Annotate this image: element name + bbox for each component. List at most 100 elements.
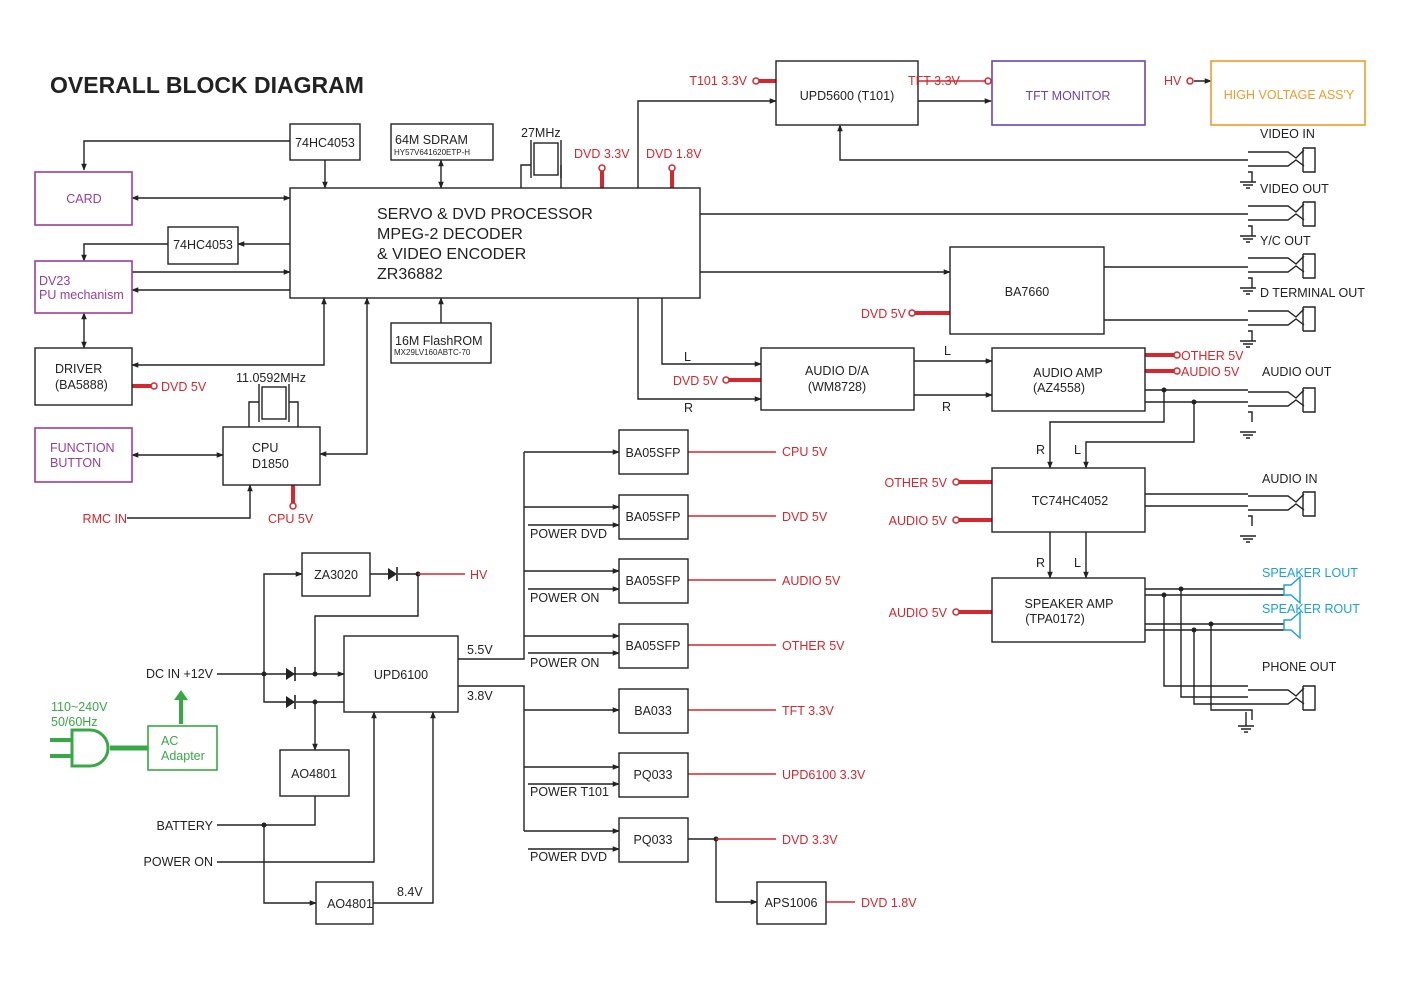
reg-out-audio5v: AUDIO 5V [782, 574, 841, 588]
connector-yc-out: Y/C OUT [1260, 234, 1311, 248]
video-in-jack [1247, 147, 1316, 183]
reg-1-label: BA05SFP [626, 446, 681, 460]
dvd5-drv-label: DVD 5V [161, 380, 207, 394]
l-label-3: L [1074, 443, 1081, 457]
function-button-label-1: FUNCTION [50, 441, 115, 455]
connector-video-out: VIDEO OUT [1260, 182, 1329, 196]
reg-control-5: POWER DVD [530, 850, 607, 864]
audio-da-label-2: (WM8728) [808, 380, 866, 394]
phone-out-jack [1247, 685, 1316, 721]
ao4801-b-label: AO4801 [327, 897, 373, 911]
r-label-2: R [942, 400, 951, 414]
audio-amp-label-2: (AZ4558) [1033, 381, 1085, 395]
power-terminals [150, 77, 1194, 616]
upd6100-label: UPD6100 [374, 668, 428, 682]
speaker-rout-icon [1283, 610, 1301, 640]
driver-label-1: DRIVER [55, 362, 102, 376]
audio-da-label-1: AUDIO D/A [805, 364, 870, 378]
ac-plug-icon [50, 690, 188, 768]
audio-out-jack [1247, 387, 1316, 423]
dvd5-ba-label: DVD 5V [861, 307, 907, 321]
dv23-label-1: DV23 [39, 274, 70, 288]
reg-out-dvd5v: DVD 5V [782, 510, 828, 524]
hv-out-label: HV [470, 568, 488, 582]
colored-labels: CARD DV23 PU mechanism FUNCTION BUTTON T… [39, 74, 1360, 910]
cpu5v-label: CPU 5V [268, 512, 314, 526]
ao4801-a-label: AO4801 [291, 767, 337, 781]
speaker-amp-label-1: SPEAKER AMP [1025, 597, 1114, 611]
d-terminal-jack [1247, 306, 1316, 342]
reg-out-other5v: OTHER 5V [782, 639, 845, 653]
other5-amp-label: OTHER 5V [1181, 349, 1244, 363]
r-label-3: R [1036, 443, 1045, 457]
processor-line-2: MPEG-2 DECODER [377, 226, 523, 243]
dvd5-da-label: DVD 5V [673, 374, 719, 388]
tft-monitor-label: TFT MONITOR [1026, 89, 1111, 103]
r-label-1: R [684, 401, 693, 415]
connector-phone-out: PHONE OUT [1262, 660, 1337, 674]
reg-out-dvd33: DVD 3.3V [782, 833, 838, 847]
reg-out-upd6100: UPD6100 3.3V [782, 768, 866, 782]
colored-blocks [34, 60, 1366, 771]
upd5600-label: UPD5600 (T101) [800, 89, 895, 103]
cpu-label-1: CPU [252, 441, 278, 455]
dvd18-label: DVD 1.8V [646, 147, 702, 161]
l-label-1: L [684, 350, 691, 364]
l-label-2: L [944, 344, 951, 358]
processor-line-1: SERVO & DVD PROCESSOR [377, 206, 593, 223]
hc4053-left-label: 74HC4053 [173, 238, 233, 252]
rmc-in-label: RMC IN [83, 512, 127, 526]
function-button-label-2: BUTTON [50, 456, 101, 470]
reg-out-cpu5v: CPU 5V [782, 445, 828, 459]
reg-2-label: BA05SFP [626, 510, 681, 524]
signal-wires [81, 78, 1284, 906]
connector-audio-in: AUDIO IN [1262, 472, 1318, 486]
speaker-lout-label: SPEAKER LOUT [1262, 566, 1358, 580]
sdram-label: 64M SDRAM [395, 133, 468, 147]
other5-tc-label: OTHER 5V [884, 476, 947, 490]
processor-line-4: ZR36882 [377, 266, 443, 283]
reg-7-label: PQ033 [634, 833, 673, 847]
connector-video-in: VIDEO IN [1260, 127, 1315, 141]
diodes [261, 387, 1214, 842]
mains-label-1: 110~240V [51, 700, 108, 714]
l-label-4: L [1074, 556, 1081, 570]
audio5-tc-label: AUDIO 5V [889, 514, 948, 528]
card-label: CARD [66, 192, 101, 206]
reg-out-tft33: TFT 3.3V [782, 704, 835, 718]
audio-amp-label-1: AUDIO AMP [1033, 366, 1102, 380]
video-out-jack [1247, 201, 1316, 237]
speaker-amp-label-2: (TPA0172) [1025, 612, 1085, 626]
mains-label-2: 50/60Hz [51, 715, 98, 729]
power-wires [132, 79, 1175, 903]
crystal-27-label: 27MHz [521, 126, 561, 140]
crystal-cpu-label: 11.0592MHz [236, 371, 306, 385]
flash-part-label: MX29LV160ABTC-70 [394, 348, 471, 357]
ac-adapter-label-2: Adapter [161, 749, 205, 763]
reg-4-label: BA05SFP [626, 639, 681, 653]
flash-label: 16M FlashROM [395, 334, 483, 348]
r-label-4: R [1036, 556, 1045, 570]
diagram-title: OVERALL BLOCK DIAGRAM [50, 72, 364, 98]
ba7660-label: BA7660 [1005, 285, 1050, 299]
blocks [34, 60, 1146, 925]
audio5-sp-label: AUDIO 5V [889, 606, 948, 620]
tc74-label: TC74HC4052 [1032, 494, 1108, 508]
aps1006-label: APS1006 [765, 896, 818, 910]
speaker-rout-label: SPEAKER ROUT [1262, 602, 1360, 616]
voltage-8v4-label: 8.4V [397, 885, 423, 899]
reg-6-label: PQ033 [634, 768, 673, 782]
hc4053-top-label: 74HC4053 [295, 136, 355, 150]
hv-label: HV [1164, 74, 1182, 88]
cpu-label-2: D1850 [252, 457, 289, 471]
sdram-part-label: HY57V641620ETP-H [394, 148, 470, 157]
reg-5-label: BA033 [634, 704, 672, 718]
audio-in-jack [1247, 491, 1316, 527]
driver-label-2: (BA5888) [55, 378, 108, 392]
ac-adapter-label-1: AC [161, 734, 178, 748]
dc-in-label: DC IN +12V [146, 667, 214, 681]
high-voltage-label: HIGH VOLTAGE ASS'Y [1224, 88, 1355, 102]
voltage-5v5-label: 5.5V [467, 643, 493, 657]
reg-control-1: POWER DVD [530, 527, 607, 541]
